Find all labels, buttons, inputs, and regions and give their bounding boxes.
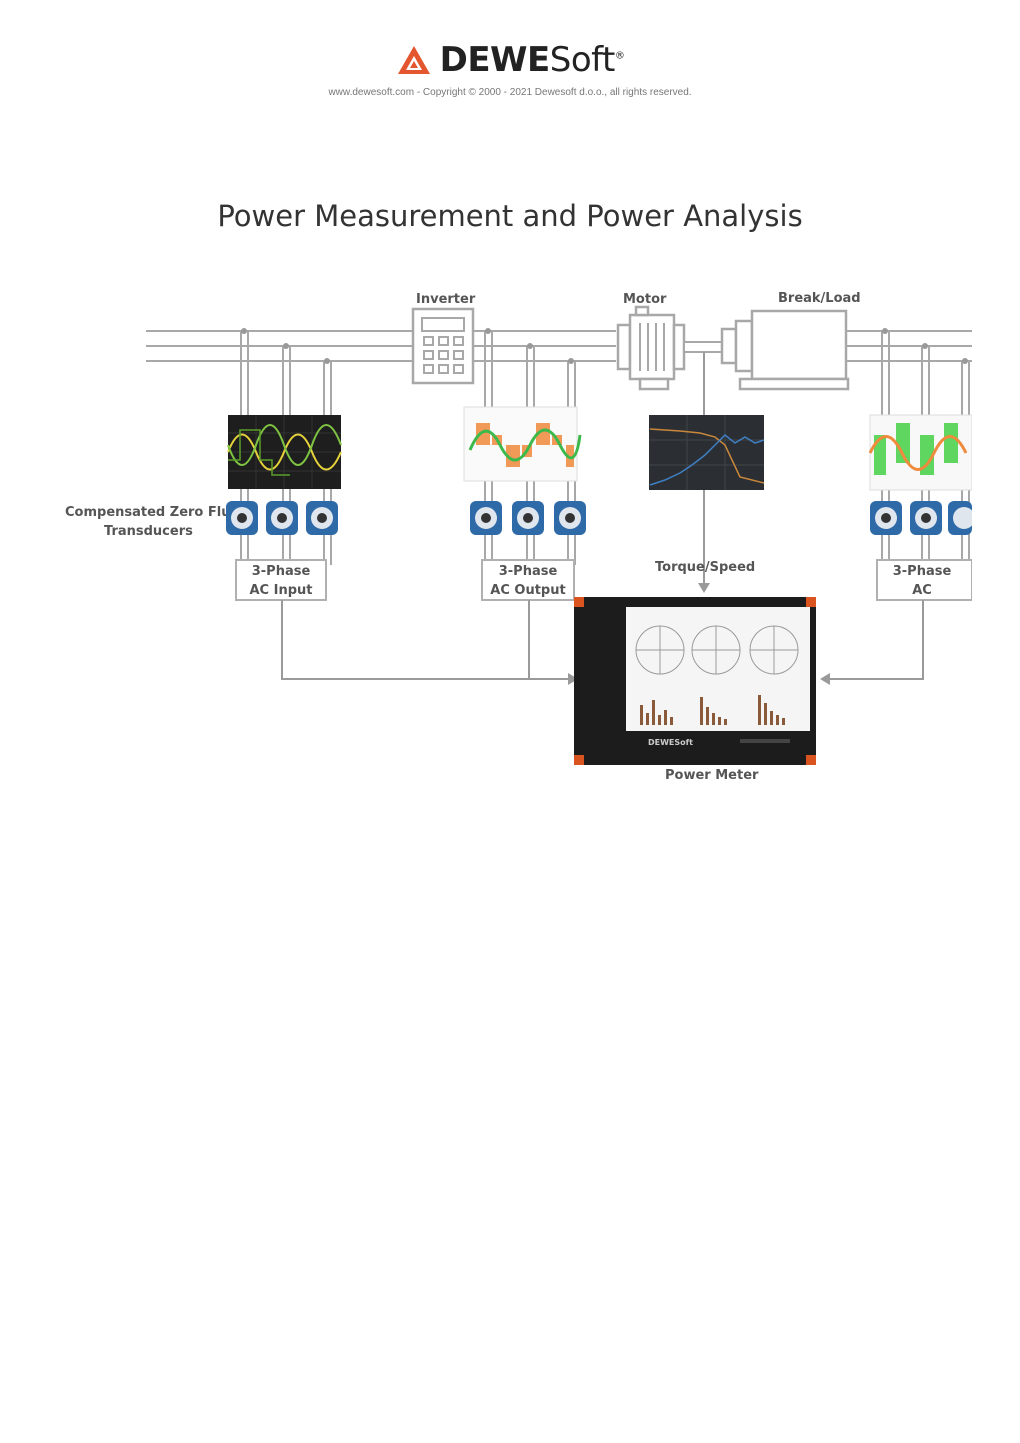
inverter: Inverter [411,292,476,385]
ac-input-box: 3-Phase AC Input [235,559,327,601]
svg-text:Transducers: Transducers [104,524,193,539]
input-scope-display [227,415,342,489]
power-analysis-diagram: Inverter Motor Break/Load [65,291,972,783]
power-bus-lines [146,330,972,362]
motor: Motor [616,292,723,391]
svg-text:DEWESoft: DEWESoft [648,738,693,747]
page-title: Power Measurement and Power Analysis [217,199,803,234]
svg-text:3-Phase: 3-Phase [893,564,952,579]
power-meter-label: Power Meter [665,768,759,783]
transducers-label: Compensated Zero Flux Transducers [65,505,239,539]
svg-text:3-Phase: 3-Phase [252,564,311,579]
ac-right-box: 3-Phase AC [876,559,972,601]
power-meter-device: DEWESoft [574,597,816,765]
right-transducers [870,501,972,535]
input-transducers [226,501,338,535]
svg-text:AC Output: AC Output [490,583,565,598]
signal-arrows [281,600,924,685]
dewesoft-logo[interactable]: DEWESoft® [396,40,625,80]
break-load-label: Break/Load [778,291,861,306]
svg-text:AC Input: AC Input [250,583,313,598]
svg-text:Compensated Zero Flux: Compensated Zero Flux [65,505,239,520]
ac-output-box: 3-Phase AC Output [481,559,575,601]
break-load: Break/Load [720,291,861,391]
svg-text:3-Phase: 3-Phase [499,564,558,579]
logo-wordmark: DEWESoft® [439,40,625,80]
dewesoft-triangle-icon [397,46,430,74]
page-header: DEWESoft® www.dewesoft.com - Copyright ©… [0,40,1020,98]
right-scope-display [868,414,972,491]
torque-scope-display [649,415,765,490]
copyright-text: www.dewesoft.com - Copyright © 2000 - 20… [328,87,692,98]
inverter-label: Inverter [416,292,476,307]
motor-label: Motor [623,292,667,307]
output-scope-display [463,406,582,482]
svg-text:AC: AC [912,583,932,598]
torque-speed-label: Torque/Speed [655,560,755,575]
output-transducers [470,501,586,535]
